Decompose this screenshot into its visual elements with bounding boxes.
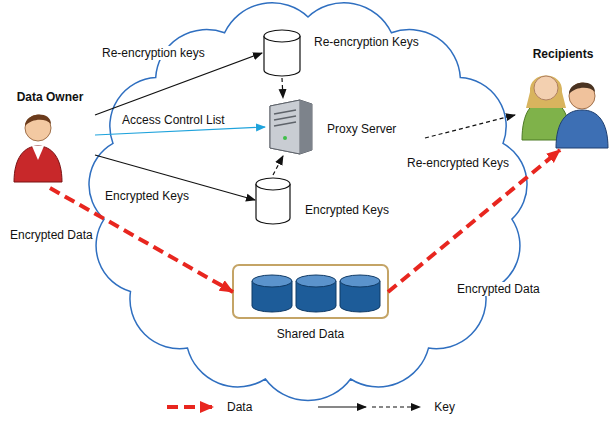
key-arrow <box>273 156 283 175</box>
node-label: Re-encryption Keys <box>314 35 419 49</box>
owner-hair <box>25 114 51 126</box>
node-label: Data Owner <box>5 90 95 104</box>
legend-label: Data <box>227 400 252 414</box>
recipient-man-body <box>556 110 608 148</box>
legend-line <box>167 405 213 409</box>
recipients: Recipients <box>515 45 611 150</box>
data-owner-icon <box>14 114 62 182</box>
re-encryption-keys-cylinder <box>264 30 300 76</box>
legend-line <box>372 406 420 407</box>
recipient-man-head <box>569 83 595 109</box>
database-cylinder <box>340 275 380 312</box>
node-label: Shared Data <box>233 327 388 341</box>
key-arrow <box>425 115 515 138</box>
encrypted-keys-cylinder <box>256 178 290 224</box>
edge-label: Encrypted Data <box>455 282 542 296</box>
edge-label: Re-encryption keys <box>100 46 207 60</box>
edge-label: Encrypted Data <box>8 228 95 242</box>
key-store: Re-encryption Keys <box>262 28 437 78</box>
legend: Data Key <box>165 400 455 414</box>
key-arrow <box>95 53 262 115</box>
legend-item: Data <box>165 400 252 414</box>
recipient-man-hair <box>569 82 595 94</box>
legend-label: Key <box>434 400 455 414</box>
legend-sample <box>165 400 217 414</box>
key-arrow <box>95 127 265 135</box>
edge-label: Encrypted Keys <box>103 189 191 203</box>
recipient-woman-head <box>534 76 558 100</box>
cloud-outline <box>89 3 527 401</box>
proxy-server-icon <box>270 100 312 154</box>
owner-head <box>25 115 51 141</box>
legend-line <box>318 406 366 407</box>
legend-sample <box>316 400 424 414</box>
key-store: Encrypted Keys <box>255 175 415 227</box>
data-arrow <box>388 150 560 292</box>
edge-label: Re-encrypted Keys <box>405 156 511 170</box>
recipient-woman-hair <box>526 76 566 109</box>
edge-label: Access Control List <box>120 113 227 127</box>
node-label: Proxy Server <box>327 122 396 136</box>
data-owner: Data Owner <box>5 88 95 188</box>
shared-data-store <box>233 265 388 318</box>
key-arrow <box>282 78 283 98</box>
node-label: Recipients <box>515 47 611 61</box>
node-label: Encrypted Keys <box>305 203 389 217</box>
owner-body <box>14 146 62 182</box>
recipients-icon <box>522 76 608 149</box>
database-cylinder <box>252 275 292 312</box>
proxy-server: Proxy Server <box>265 98 425 156</box>
shared-data: Shared Data <box>233 264 388 344</box>
owner-collar <box>32 146 44 160</box>
legend-item: Key <box>316 400 455 414</box>
database-cylinder <box>296 275 336 312</box>
